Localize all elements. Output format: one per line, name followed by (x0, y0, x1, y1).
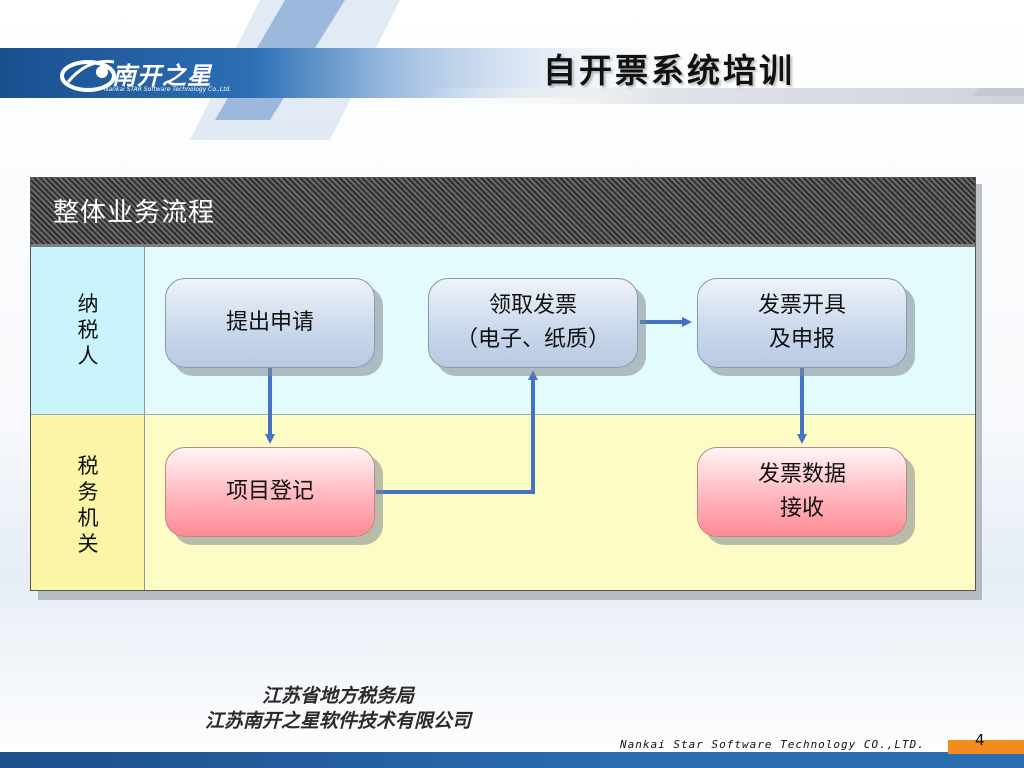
logo-swoosh-icon (60, 59, 116, 92)
lane-label-cell: 税 务 机 关 (31, 415, 145, 590)
page-number: 4 (975, 731, 985, 749)
box-issue-and-report: 发票开具 及申报 (697, 278, 907, 368)
footer-org-1: 江苏省地方税务局 (261, 685, 414, 707)
diagram-header: 整体业务流程 (31, 178, 975, 247)
logo (58, 52, 258, 98)
box-issue-and-report-label: 发票开具 及申报 (757, 293, 846, 352)
page-number-tab (948, 740, 1024, 754)
lane-label-tax-office: 税 务 机 关 (77, 454, 99, 556)
lane-label-cell: 纳 税 人 (31, 247, 145, 414)
arrow-register-to-receive (376, 370, 538, 494)
diagram-title: 整体业务流程 (53, 198, 216, 228)
box-apply-label: 提出申请 (225, 310, 314, 335)
box-project-register-label: 项目登记 (225, 479, 314, 504)
box-project-register: 项目登记 (165, 447, 375, 537)
slide-title: 自开票系统培训 (543, 51, 795, 90)
footer-org-2: 江苏南开之星软件技术有限公司 (204, 710, 471, 732)
box-receive-invoice-label: 领取发票 （电子、纸质） (455, 293, 610, 352)
box-invoice-data-receive: 发票数据 接收 (697, 447, 907, 537)
box-invoice-data-receive-label: 发票数据 接收 (757, 462, 846, 521)
logo-subtitle: Nankai STAR Software Technology Co.,Ltd. (104, 86, 232, 93)
lane-label-taxpayer: 纳 税 人 (77, 292, 99, 368)
logo-text: 南开之星 (112, 62, 212, 90)
box-receive-invoice: 领取发票 （电子、纸质） (428, 278, 638, 368)
bottom-bar (0, 752, 1024, 768)
box-apply: 提出申请 (165, 278, 375, 368)
company-name-en: Nankai Star Software Technology CO.,LTD. (620, 738, 925, 751)
header-decoration (0, 0, 1024, 140)
